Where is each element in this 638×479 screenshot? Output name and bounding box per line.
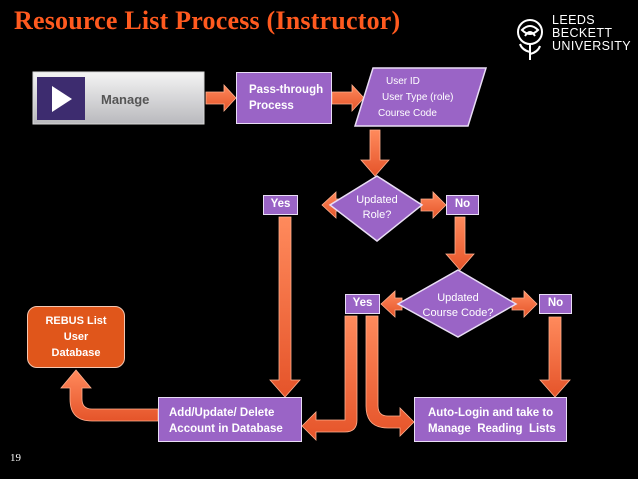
arrow-no-to-autologin [539,316,571,398]
logo-line-1: LEEDS [552,13,595,27]
arrow-yes-to-add [269,216,301,398]
user-data-line-1: User ID [386,76,420,87]
user-data-line-2: User Type (role) [382,92,454,103]
page-number: 19 [10,452,21,464]
arrow-role-to-no [420,191,447,219]
arrow-course-to-no [511,290,538,318]
pass-through-node: Pass-through Process [236,72,332,124]
logo-line-3: UNIVERSITY [552,39,632,53]
label-yes-role: Yes [263,195,298,215]
label-no-role: No [446,195,479,215]
rebus-database-node: REBUS List User Database [27,306,125,368]
decision-course-line-1: Updated [437,292,479,304]
logo-line-2: BECKETT [552,26,613,40]
user-data-line-3: Course Code [378,108,437,119]
label-yes-course: Yes [345,294,380,314]
user-data-node: User ID User Type (role) Course Code [353,67,488,127]
decision-updated-role: Updated Role? [328,175,424,242]
auto-login-node: Auto-Login and take to Manage Reading Li… [414,397,567,442]
add-update-line-1: Add/Update/ Delete [169,407,275,419]
pass-through-line-2: Process [249,100,294,112]
arrow-course-to-yes [380,290,403,318]
add-update-node: Add/Update/ Delete Account in Database [158,397,302,442]
arrow-add-to-rebus [60,369,159,422]
arrow-userdata-to-role [360,129,390,177]
rose-icon [517,19,543,60]
pass-through-line-1: Pass-through [249,84,324,96]
arrow-pass-to-userdata [331,83,365,113]
rebus-line-1: REBUS List [45,315,107,327]
label-no-course: No [539,294,572,314]
arrow-no-to-course [445,216,475,271]
manage-label: Manage [101,92,149,107]
arrow-manage-to-pass [205,83,237,113]
manage-button[interactable]: Manage [32,71,205,125]
university-logo: LEEDS BECKETT UNIVERSITY [512,13,632,62]
page-title: Resource List Process (Instructor) [14,6,401,35]
decision-role-line-1: Updated [356,194,398,206]
arrow-yes-to-add-bent [301,315,358,441]
auto-login-line-2: Manage Reading Lists [428,423,556,435]
rebus-line-3: Database [51,347,101,359]
add-update-line-2: Account in Database [169,423,283,435]
auto-login-line-1: Auto-Login and take to [428,407,554,419]
rebus-line-2: User [63,331,89,343]
arrow-yes-to-autologin-bent [365,315,415,437]
play-icon [52,86,72,112]
decision-role-line-2: Role? [363,209,392,221]
decision-course-line-2: Course Code? [423,307,494,319]
decision-updated-course: Updated Course Code? [396,269,518,338]
